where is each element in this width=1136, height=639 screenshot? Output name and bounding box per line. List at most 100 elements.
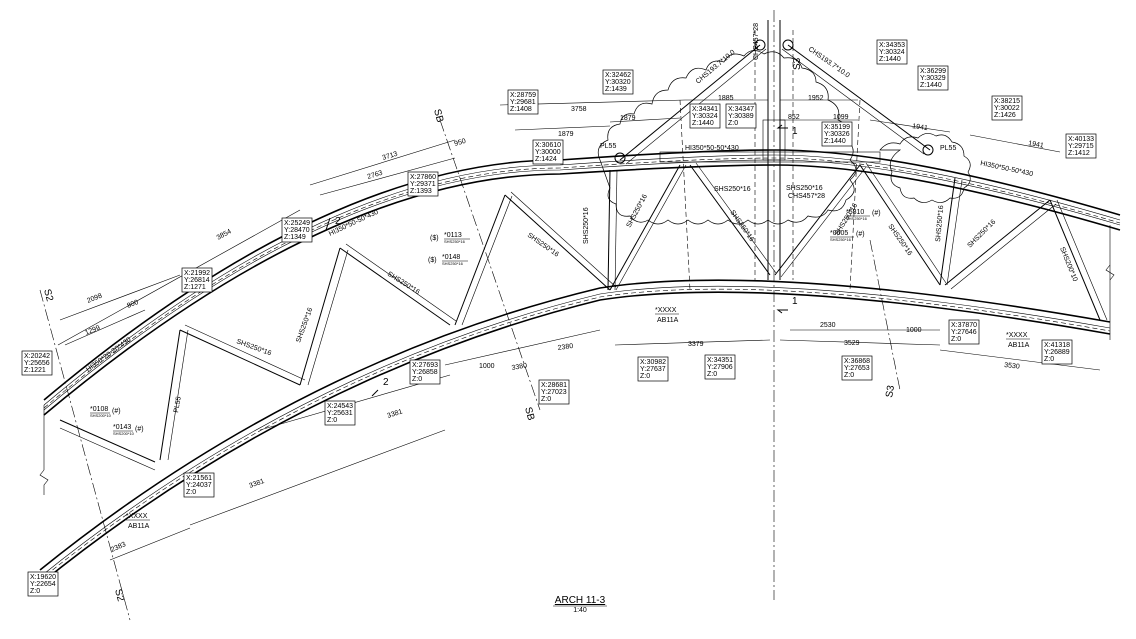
member-label: SHS250*16	[583, 207, 590, 244]
drawing-title: ARCH 11-3	[555, 595, 606, 606]
svg-text:X:41318: X:41318	[1044, 342, 1070, 349]
svg-text:X:30610: X:30610	[535, 142, 561, 149]
svg-text:SHS200*10: SHS200*10	[90, 413, 112, 418]
svg-text:X:25249: X:25249	[284, 220, 310, 227]
svg-text:Y:25631: Y:25631	[327, 410, 353, 417]
svg-text:Z:1393: Z:1393	[410, 188, 432, 195]
dimension-label: 2383	[110, 541, 127, 554]
svg-text:X:35199: X:35199	[824, 124, 850, 131]
member-label: HI350*50-50*430	[685, 145, 739, 152]
grid-label-s2-left: S2	[41, 288, 55, 303]
svg-text:Y:30000: Y:30000	[535, 149, 561, 156]
svg-text:X:21992: X:21992	[184, 270, 210, 277]
svg-text:Y:30324: Y:30324	[692, 113, 718, 120]
dimension-label: 1099	[833, 114, 849, 121]
dimension-label: 2098	[86, 292, 103, 304]
dimension-label: 2530	[820, 322, 836, 329]
apex-mast	[614, 10, 934, 600]
dimension-texts: 3854 3713 950 2763 3758 1879 1879 1885 1…	[84, 95, 1044, 554]
tag: *0143 SHS200*10 (#)	[113, 424, 144, 436]
member-label: SHS250*16	[966, 219, 997, 250]
member-label: SHS250*16	[886, 223, 913, 257]
dimension-label: 1941	[912, 123, 929, 132]
member-label: CHS193.7*10.0	[695, 49, 737, 86]
svg-text:X:27693: X:27693	[412, 362, 438, 369]
dimension-label: 2763	[367, 170, 384, 181]
dimension-label: 1941	[1028, 140, 1045, 150]
member-label: SHS250*16	[526, 232, 560, 259]
svg-text:Y:30326: Y:30326	[824, 131, 850, 138]
tag: ($) *0148 SHS250*16	[428, 254, 468, 266]
dimension-label: 3380	[511, 362, 528, 372]
svg-text:Z:0: Z:0	[412, 376, 422, 383]
dimension-label: 3854	[216, 228, 233, 242]
grid-label-s2-bottom: S2	[112, 588, 126, 603]
section-mark: 2	[383, 377, 389, 388]
svg-text:AB11A: AB11A	[128, 523, 150, 530]
grid-label-sb-top: SB	[431, 108, 445, 124]
svg-text:Z:0: Z:0	[728, 120, 738, 127]
svg-text:Z:1412: Z:1412	[1068, 150, 1090, 157]
svg-text:Z:0: Z:0	[951, 336, 961, 343]
svg-text:Z:0: Z:0	[30, 588, 40, 595]
member-label: SHS250*16	[728, 209, 755, 243]
svg-text:SHS200*10: SHS200*10	[113, 431, 135, 436]
svg-text:Z:1440: Z:1440	[879, 56, 901, 63]
drawing-scale: 1:40	[573, 607, 587, 614]
svg-text:($): ($)	[428, 257, 437, 264]
svg-text:X:20242: X:20242	[24, 353, 50, 360]
member-label: PL55	[940, 145, 956, 152]
svg-text:*XXXX: *XXXX	[1006, 332, 1028, 339]
svg-text:X:28681: X:28681	[541, 382, 567, 389]
section-mark: 1	[792, 126, 798, 137]
member-label: PL55	[173, 396, 183, 413]
svg-text:Y:30022: Y:30022	[994, 105, 1020, 112]
svg-text:Y:26814: Y:26814	[184, 277, 210, 284]
svg-text:*XXXX: *XXXX	[655, 307, 677, 314]
member-label: HI350*50-50*430	[980, 160, 1034, 178]
svg-text:Z:1271: Z:1271	[184, 284, 206, 291]
svg-text:Z:1440: Z:1440	[692, 120, 714, 127]
svg-text:Y:30329: Y:30329	[920, 75, 946, 82]
member-label: SHS250*16	[935, 205, 945, 242]
dimension-label: 3713	[382, 151, 399, 162]
dimension-label: 1000	[479, 363, 495, 370]
svg-text:(#): (#)	[856, 231, 865, 238]
support-mark: *XXXX AB11A	[126, 513, 150, 530]
dimension-label: 1879	[620, 115, 636, 122]
svg-text:Y:29715: Y:29715	[1068, 143, 1094, 150]
dimension-label: 3530	[1004, 362, 1020, 371]
svg-text:Y:27906: Y:27906	[707, 364, 733, 371]
svg-text:Y:27637: Y:27637	[640, 366, 666, 373]
svg-text:($): ($)	[430, 235, 439, 242]
svg-text:Z:1440: Z:1440	[920, 82, 942, 89]
grid-label-sb-bottom: SB	[522, 406, 536, 422]
section-marks: 1 1 2 2	[325, 124, 798, 397]
svg-text:Y:28470: Y:28470	[284, 227, 310, 234]
member-label: HI350*20-20*430	[85, 336, 133, 373]
svg-text:*5810: *5810	[846, 209, 864, 216]
member-label: SHS250*16	[714, 186, 751, 193]
svg-text:*0143: *0143	[113, 424, 131, 431]
svg-text:Z:1440: Z:1440	[824, 138, 846, 145]
grid-lines	[39, 119, 1115, 621]
svg-text:X:34347: X:34347	[728, 106, 754, 113]
svg-text:Z:0: Z:0	[186, 489, 196, 496]
svg-text:Y:22654: Y:22654	[30, 581, 56, 588]
bottom-chord-outer	[39, 279, 1111, 571]
svg-text:X:34351: X:34351	[707, 357, 733, 364]
member-label: SHS250*16	[786, 185, 823, 192]
